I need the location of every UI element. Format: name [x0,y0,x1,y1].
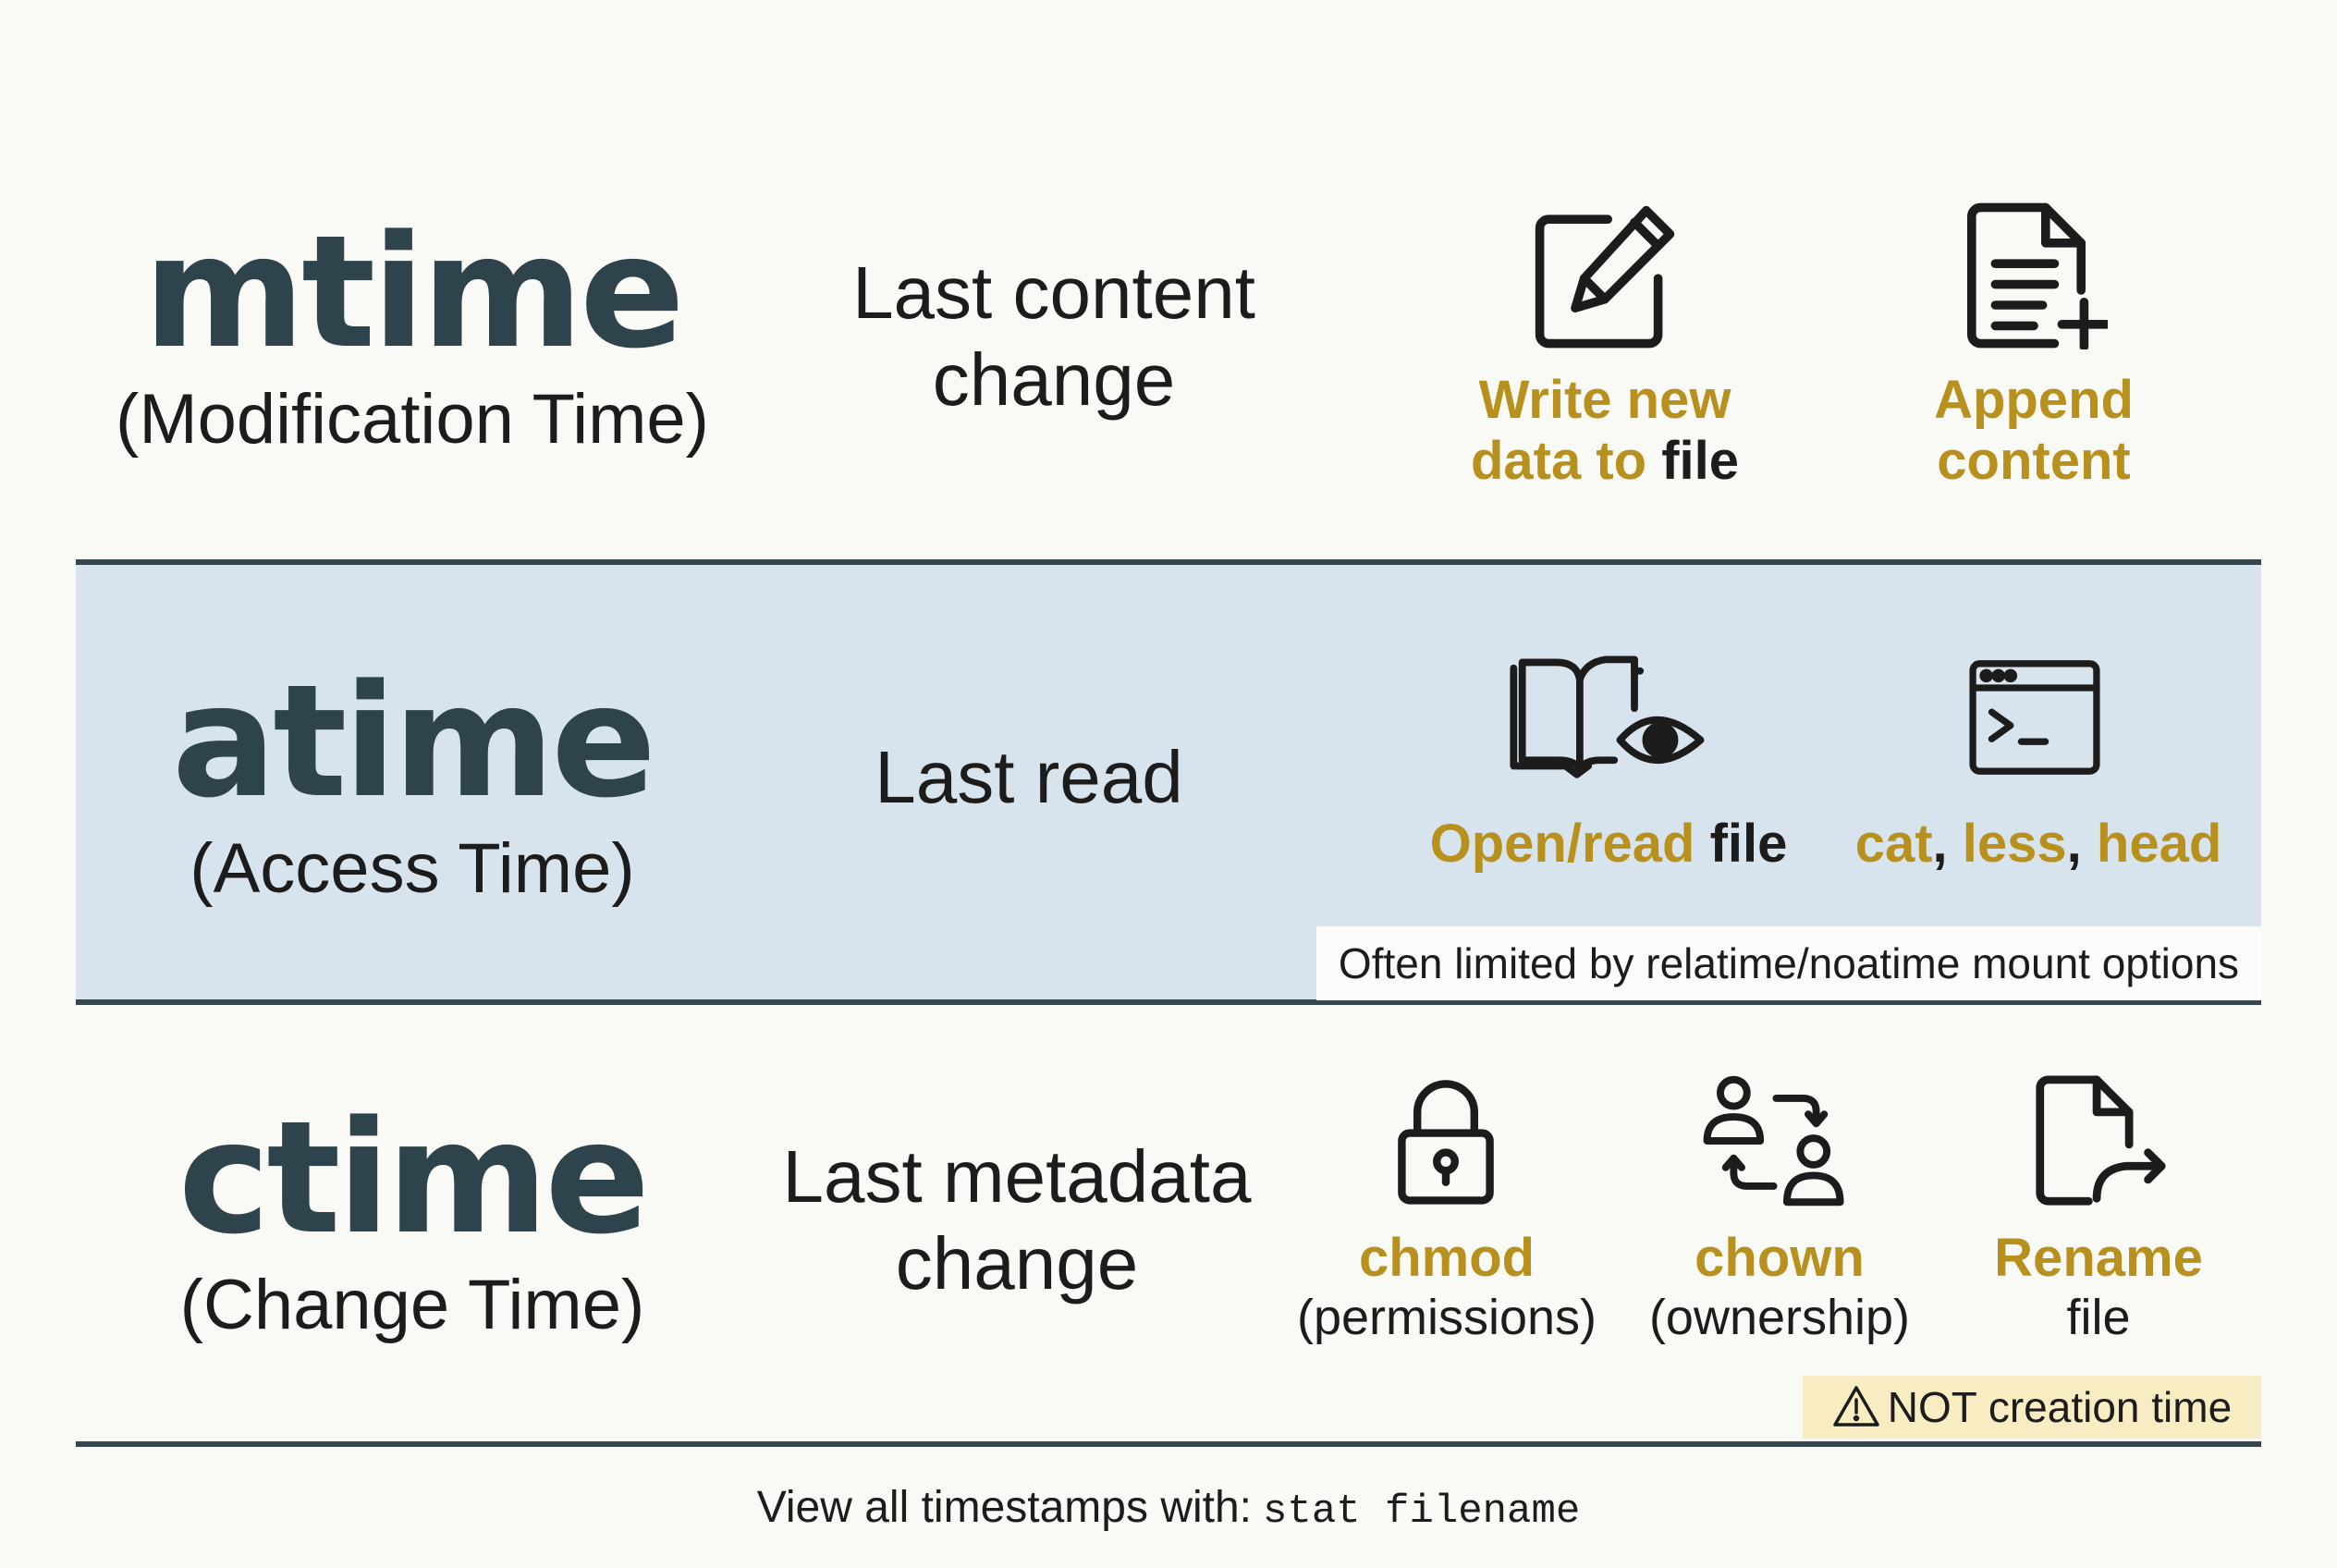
atime-description: Last read [814,734,1244,821]
cmd-sep2: , [2066,814,2097,874]
atime-example-open: Open/read file [1414,814,1803,875]
rename-label: Rename [1994,1228,2203,1288]
cmd-cat: cat [1854,814,1933,874]
file-arrow-icon [2030,1074,2169,1209]
chown-label: chown [1695,1228,1865,1288]
open-label-accent: Open/read [1429,814,1695,874]
mtime-full-name: (Modification Time) [116,380,709,459]
divider-middle [76,999,2261,1005]
terminal-icon [1967,658,2102,777]
padlock-icon [1394,1076,1498,1206]
atime-example-commands: cat, less, head [1840,814,2237,875]
atime-full-name: (Access Time) [190,829,635,908]
users-swap-icon [1701,1074,1849,1207]
divider-top [76,559,2261,565]
footer-text: View all timestamps with: [756,1483,1253,1532]
mtime-description: Last content change [814,250,1294,423]
ctime-description: Last metadata change [758,1133,1276,1307]
ctime-example-chown: chown (ownership) [1636,1228,1923,1346]
atime-name: atime [171,651,656,832]
warning-triangle-icon [1832,1385,1880,1427]
atime-description-line: Last read [875,736,1183,818]
book-eye-icon [1507,651,1710,780]
open-label-file: file [1695,814,1788,874]
atime-term: atime (Access Time) [61,664,764,904]
ctime-description-line: change [895,1222,1139,1305]
ctime-note: NOT creation time [1803,1376,2261,1439]
rename-sublabel: file [2066,1290,2131,1345]
chmod-label: chmod [1358,1228,1536,1288]
mtime-description-line: Last content [852,251,1255,334]
mtime-example-append: Append content [1886,370,2182,492]
ctime-example-chmod: chmod (permissions) [1285,1228,1609,1346]
mtime-description-line: change [932,338,1176,421]
cmd-sep1: , [1932,814,1963,874]
mtime-term: mtime (Modification Time) [61,214,764,455]
write-label-line1: Write new [1478,370,1731,430]
divider-bottom [76,1441,2261,1447]
chown-sublabel: (ownership) [1648,1290,1911,1345]
ctime-full-name: (Change Time) [179,1266,645,1344]
footer-command: stat filename [1263,1488,1581,1535]
append-label-line2: content [1937,431,2131,491]
write-label-file: file [1661,431,1740,491]
ctime-term: ctime (Change Time) [61,1100,764,1341]
chmod-sublabel: (permissions) [1296,1290,1597,1345]
document-plus-icon [1960,202,2108,349]
append-label-line1: Append [1934,370,2134,430]
mtime-name: mtime [143,202,685,383]
ctime-description-line: Last metadata [782,1135,1252,1218]
cmd-less: less [1962,814,2067,874]
ctime-example-rename: Rename file [1969,1228,2228,1346]
edit-pencil-icon [1531,202,1679,349]
ctime-note-text: NOT creation time [1887,1383,2233,1431]
footer: View all timestamps with:stat filename [0,1476,2337,1544]
atime-note: Often limited by relatime/noatime mount … [1316,926,2261,1000]
cmd-head: head [2096,814,2222,874]
mtime-example-write: Write new data to file [1442,370,1768,492]
write-label-line2: data to [1470,431,1662,491]
ctime-name: ctime [177,1087,650,1268]
